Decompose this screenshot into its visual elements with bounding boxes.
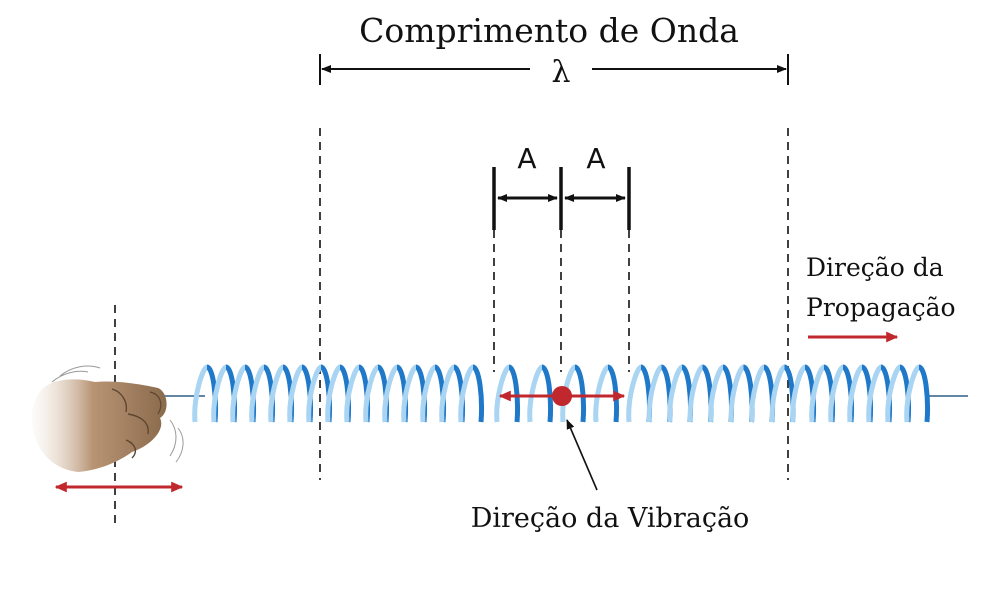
- spring-coil-back: [401, 364, 419, 423]
- spring-coil-back: [904, 364, 922, 423]
- spring-coil-back: [847, 364, 865, 423]
- spring-coil-front: [573, 364, 586, 423]
- spring-coil-back: [287, 364, 305, 423]
- propagation-label-line2: Propagação: [806, 293, 956, 322]
- wavelength-symbol: λ: [551, 55, 570, 90]
- spring-coil-front: [917, 364, 930, 423]
- spring-coil-back: [560, 364, 578, 423]
- spring-coil-back: [809, 364, 827, 423]
- spring-coil-back: [527, 364, 545, 423]
- spring-coil-back: [382, 364, 400, 423]
- amplitude-label-left: A: [517, 142, 536, 175]
- wavelength-title: Comprimento de Onda: [359, 11, 739, 50]
- spring-coil-back: [646, 364, 664, 423]
- spring-coil-back: [790, 364, 808, 423]
- spring-coil-front: [540, 364, 553, 423]
- spring-coil-back: [230, 364, 248, 423]
- spring-coil-back: [211, 364, 229, 423]
- spring-coil-front: [507, 364, 520, 423]
- spring-coil-back: [708, 364, 726, 423]
- spring-coil-back: [728, 364, 746, 423]
- hand-icon: [31, 365, 184, 472]
- spring-coils: [192, 364, 930, 423]
- spring-coil-back: [192, 364, 210, 423]
- spring-coil-back: [325, 364, 343, 423]
- spring-coil-back: [344, 364, 362, 423]
- spring-coil-back: [749, 364, 767, 423]
- vibration-label: Direção da Vibração: [471, 503, 750, 534]
- spring-coil-back: [667, 364, 685, 423]
- spring-coil-back: [885, 364, 903, 423]
- spring-coil-back: [687, 364, 705, 423]
- vibration-pointer-arrow: [566, 419, 598, 491]
- spring-coil-back: [363, 364, 381, 423]
- spring-coil-back: [866, 364, 884, 423]
- spring-coil-back: [268, 364, 286, 423]
- spring-coil-back: [593, 364, 611, 423]
- particle-dot: [552, 386, 572, 406]
- spring-coil-back: [420, 364, 438, 423]
- spring-coil-back: [626, 364, 644, 423]
- spring-coil-back: [828, 364, 846, 423]
- spring-coil-back: [458, 364, 476, 423]
- spring-coil-back: [769, 364, 787, 423]
- amplitude-label-right: A: [586, 142, 605, 175]
- spring-coil-front: [471, 364, 484, 423]
- spring-coil-back: [494, 364, 512, 423]
- spring-coil-back: [306, 364, 324, 423]
- spring-coil-front: [606, 364, 619, 423]
- propagation-label-line1: Direção da: [806, 253, 944, 282]
- spring-coil-back: [249, 364, 267, 423]
- spring-coil-back: [439, 364, 457, 423]
